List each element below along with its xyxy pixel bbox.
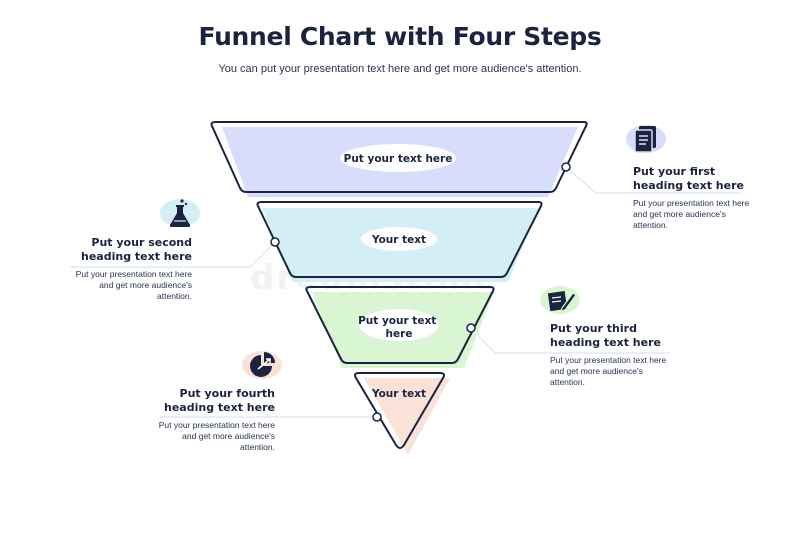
funnel-step-3: Put your text here [305, 286, 495, 368]
funnel-step-3-outline [305, 286, 495, 364]
funnel-step-2-pill [361, 227, 437, 251]
funnel-step-2-outline [256, 201, 543, 278]
funnel-step-2-node [270, 237, 280, 247]
page-title: Funnel Chart with Four Steps [198, 22, 602, 51]
pie-chart-icon [250, 352, 275, 377]
funnel-step-1-pill [340, 144, 456, 172]
callout-4-body: Put your presentation text here and get … [158, 420, 275, 452]
callout-3: Put your third heading text here Put you… [550, 322, 680, 388]
funnel-step-1-node [561, 162, 571, 172]
callout-2-icon [160, 195, 200, 231]
callout-2-heading: Put your second heading text here [81, 236, 192, 263]
funnel-step-4-fill [364, 378, 450, 455]
funnel-step-2-label: Your text [371, 234, 426, 246]
callout-3-heading: Put your third heading text here [550, 322, 661, 349]
funnel-step-3-node [466, 323, 476, 333]
callout-3-icon [540, 282, 580, 318]
funnel-step-1-outline [210, 121, 588, 193]
connector-line-3 [470, 327, 670, 354]
callout-4-icon [242, 347, 282, 383]
callout-1-body: Put your presentation text here and get … [633, 198, 750, 230]
callout-2-body: Put your presentation text here and get … [75, 269, 192, 301]
connector-line-1 [565, 166, 740, 194]
callout-3-body: Put your presentation text here and get … [550, 355, 667, 387]
funnel-step-2: Your text [256, 201, 543, 282]
funnel-step-3-label-line: Put your text [358, 315, 436, 327]
flask-icon [169, 199, 191, 227]
funnel-step-1-label: Put your text here [344, 153, 453, 165]
funnel-step-4-outline [354, 372, 445, 449]
connector-lines [70, 166, 740, 418]
funnel-step-1: Put your text here [210, 121, 588, 197]
page-subtitle: You can put your presentation text here … [218, 63, 582, 75]
funnel-step-3-label: Put your text here [358, 315, 440, 340]
callout-1-heading: Put your first heading text here [633, 165, 744, 192]
funnel-step-4-node [372, 412, 382, 422]
callout-1-icon [626, 121, 666, 157]
callout-2: Put your second heading text here Put yo… [62, 236, 192, 302]
connector-line-2 [70, 241, 276, 268]
callout-4: Put your fourth heading text here Put yo… [150, 387, 275, 453]
document-icon [634, 126, 656, 153]
funnel-step-4: Your text [354, 372, 450, 455]
funnel-step-3-label-line: here [386, 328, 413, 340]
callout-1: Put your first heading text here Put you… [633, 165, 768, 231]
callout-4-heading: Put your fourth heading text here [164, 387, 275, 414]
funnel-step-3-pill [359, 309, 439, 341]
pen-icon [547, 290, 576, 312]
funnel-step-4-label: Your text [371, 388, 426, 400]
